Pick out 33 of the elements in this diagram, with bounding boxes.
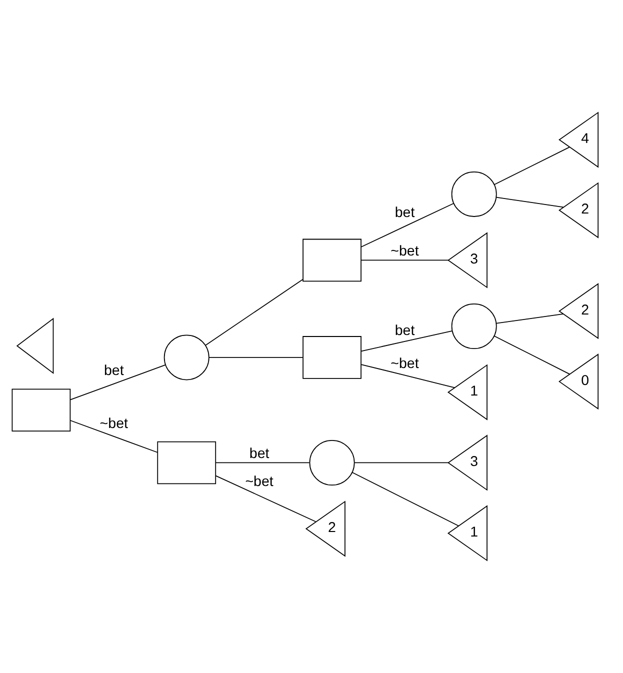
node-circle (451, 304, 497, 349)
connector (215, 475, 316, 522)
connector (352, 472, 460, 526)
node-circle (164, 334, 210, 380)
connector (360, 260, 449, 261)
connector (360, 203, 454, 248)
node-circle (309, 440, 355, 486)
node-circle (451, 171, 497, 217)
connector (204, 278, 304, 346)
edge-label: bet (394, 322, 415, 339)
connector (496, 314, 564, 324)
edge-label: ~bet (390, 356, 419, 372)
edge-label: ~bet (245, 474, 274, 490)
edge-label: bet (249, 446, 270, 462)
connector (70, 364, 166, 400)
node-box (12, 388, 71, 432)
edge-label: bet (394, 205, 415, 222)
connector (208, 357, 304, 358)
edge-label: ~bet (390, 244, 419, 260)
connector (360, 330, 453, 352)
node-triangle (16, 318, 54, 374)
connector (215, 462, 310, 464)
connector (494, 336, 570, 375)
edge-label: ~bet (100, 416, 128, 432)
connector (70, 420, 158, 453)
node-box (157, 441, 216, 484)
edge-label: bet (104, 363, 124, 380)
connector (496, 196, 564, 208)
connector (360, 364, 456, 388)
connector (354, 462, 449, 464)
node-box (302, 238, 362, 282)
connector (494, 146, 570, 186)
node-box (302, 336, 362, 379)
